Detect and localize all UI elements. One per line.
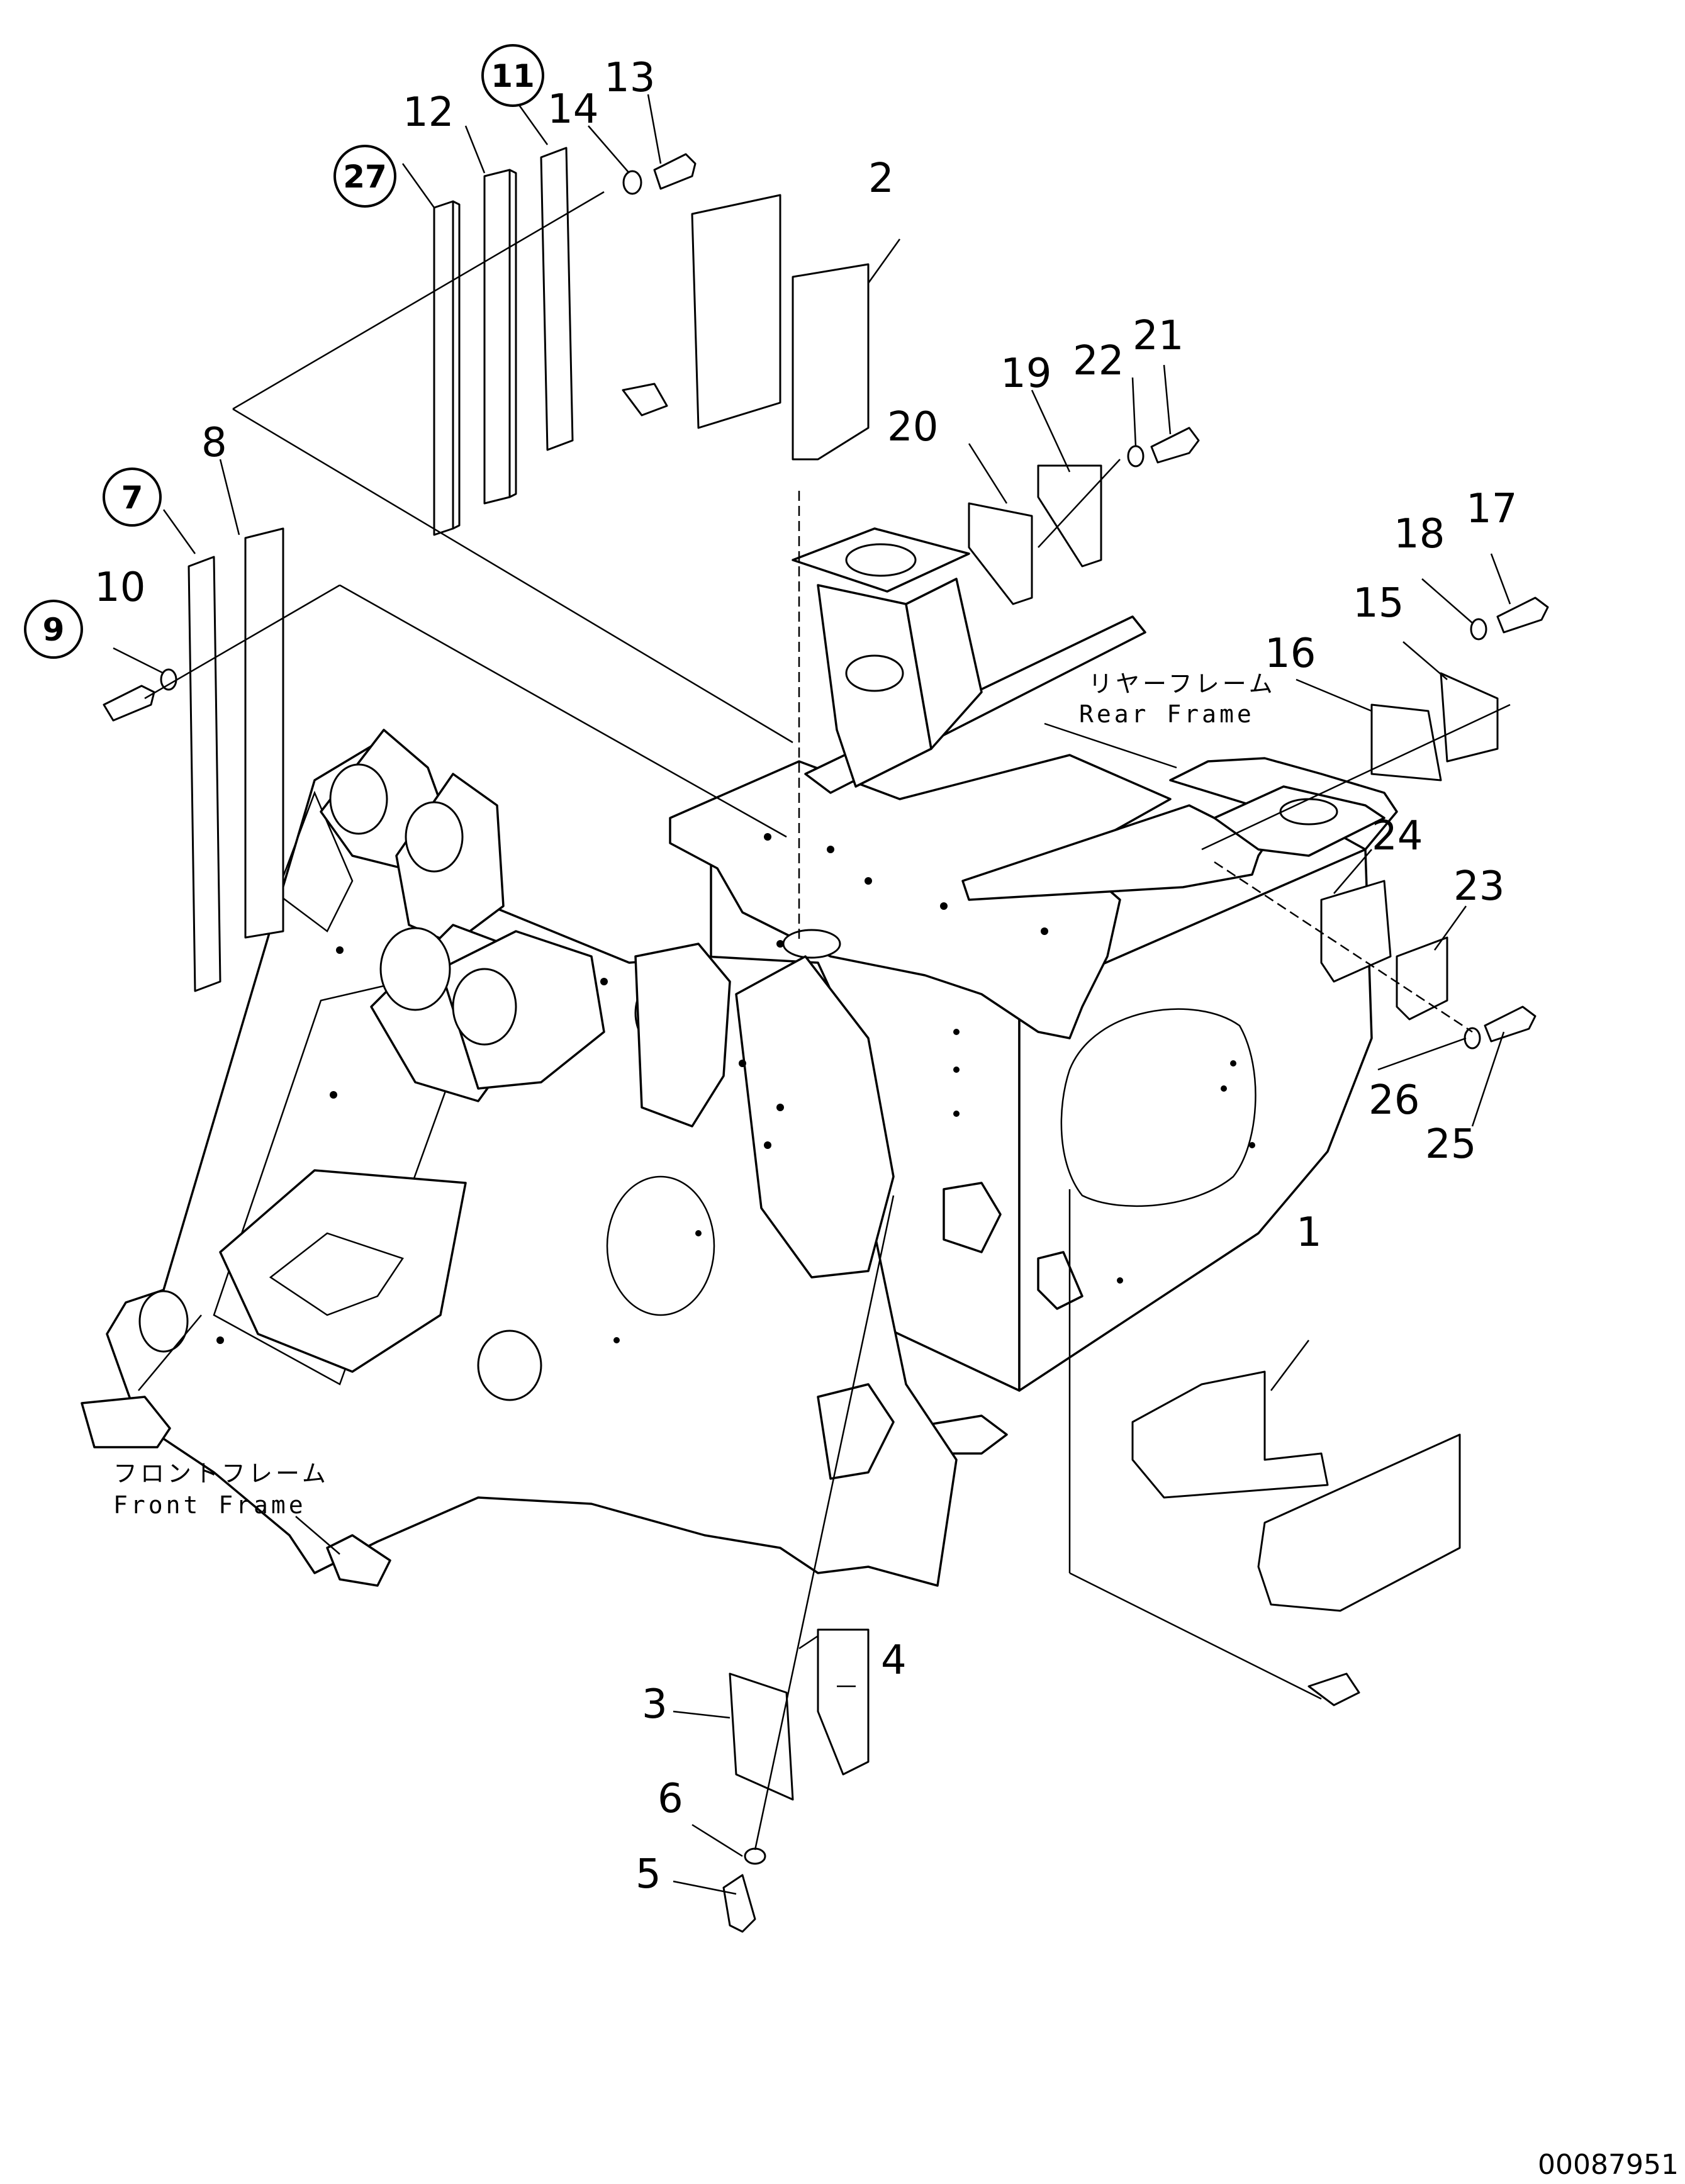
parts — [103, 147, 1549, 1933]
circled-callouts: 7 9 11 27 — [24, 44, 544, 659]
callout-20: 20 — [887, 404, 938, 451]
part-25-bolt — [1484, 1005, 1537, 1043]
callout-10: 10 — [94, 564, 145, 611]
part-11-plate — [540, 147, 574, 451]
part-27-channel — [433, 200, 454, 536]
part-2-plate — [691, 194, 781, 429]
callout-12: 12 — [403, 89, 454, 136]
callout-14: 14 — [547, 86, 598, 133]
part-13-bolt — [653, 153, 697, 190]
callout-18: 18 — [1394, 511, 1445, 557]
part-17-bolt — [1496, 596, 1549, 634]
svg-text:11: 11 — [491, 58, 535, 94]
part-21-bolt — [1150, 427, 1200, 464]
part-12-channel — [483, 169, 511, 505]
callout-13: 13 — [604, 55, 655, 101]
callout-11-circled: 11 — [481, 44, 544, 107]
part-3-plate — [729, 1672, 794, 1801]
front-frame-label-en: Front Frame — [113, 1491, 306, 1519]
callout-2: 2 — [868, 155, 894, 202]
callout-25: 25 — [1425, 1121, 1476, 1168]
leader-lines — [113, 94, 1511, 1895]
callout-24: 24 — [1372, 813, 1423, 860]
part-7-plate — [188, 556, 221, 992]
callout-9-circled: 9 — [24, 600, 83, 659]
svg-text:9: 9 — [43, 612, 65, 648]
rear-frame-label-en: Rear Frame — [1079, 700, 1255, 728]
callout-1: 1 — [1296, 1209, 1322, 1256]
callout-17: 17 — [1466, 486, 1517, 532]
part-15-plate — [1440, 672, 1499, 763]
part-22-washer — [1127, 445, 1145, 468]
part-1-plate — [1257, 1433, 1461, 1612]
callout-7-circled: 7 — [103, 468, 162, 527]
part-24-plate — [1320, 880, 1392, 983]
part-4-block — [817, 1628, 870, 1776]
callout-22: 22 — [1073, 338, 1124, 384]
callout-3: 3 — [642, 1681, 668, 1728]
part-18-washer — [1470, 618, 1487, 641]
part-14-washer — [622, 170, 642, 195]
callout-16: 16 — [1265, 630, 1316, 677]
rear-frame-label-jp: リヤーフレーム — [1089, 670, 1276, 698]
callout-labels: 1 2 3 4 5 6 8 10 12 13 14 15 16 17 18 19… — [94, 55, 1517, 1898]
callout-23: 23 — [1453, 863, 1504, 910]
callout-15: 15 — [1353, 580, 1404, 627]
callout-6: 6 — [658, 1776, 683, 1822]
part-23-plate — [1396, 936, 1448, 1021]
part-5-bolt — [722, 1874, 756, 1933]
callout-5: 5 — [635, 1851, 661, 1898]
frame-labels: リヤーフレーム Rear Frame フロントフレーム Front Frame — [113, 670, 1276, 1519]
callout-19: 19 — [1000, 350, 1051, 397]
callout-4: 4 — [881, 1637, 907, 1684]
callout-27-circled: 27 — [333, 145, 396, 208]
part-8-channel — [244, 527, 284, 939]
part-2-block — [792, 263, 870, 461]
part-6-washer — [744, 1847, 766, 1865]
part-19-plate — [1037, 464, 1102, 568]
svg-text:27: 27 — [343, 159, 387, 195]
callout-8: 8 — [201, 420, 227, 466]
front-frame — [81, 729, 958, 1587]
callout-21: 21 — [1133, 313, 1184, 359]
part-20-block — [968, 502, 1033, 605]
svg-text:7: 7 — [121, 479, 143, 516]
front-frame-label-jp: フロントフレーム — [113, 1460, 329, 1487]
part-1-block — [1131, 1370, 1329, 1499]
document-number: 00087951 — [1538, 2149, 1679, 2181]
part-9-bolt — [103, 685, 155, 722]
callout-26: 26 — [1369, 1077, 1419, 1124]
